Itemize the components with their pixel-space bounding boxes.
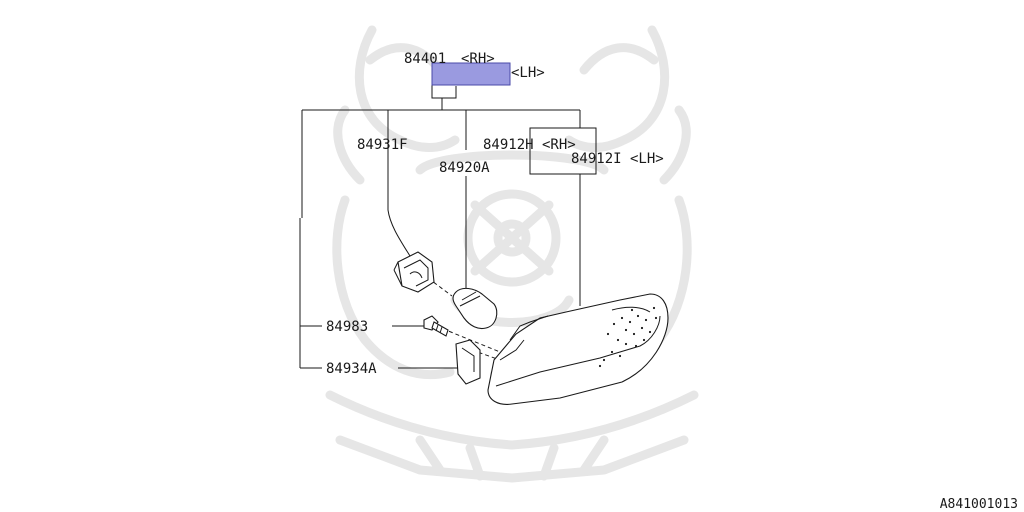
lens-pattern [598,306,658,368]
label-84983: 84983 [326,319,368,335]
label-84934a: 84934A [326,361,377,377]
bulb-socket [393,251,435,293]
leader-lines [299,70,597,369]
label-84920a: 84920A [439,160,490,176]
label-84912i: 84912I <LH> [571,151,664,167]
label-84401: 84401 [404,51,446,67]
clip [455,339,481,385]
label-84912h: 84912H <RH> [483,137,576,153]
screw [423,315,449,337]
side-marker-lamp [487,293,669,405]
bulb [452,287,498,330]
highlight-box [431,62,511,86]
label-84401-rh: <RH> [461,51,495,67]
label-84401-lh: <LH> [511,65,545,81]
watermark-logo [325,25,699,483]
diagram-reference-code: A841001013 [940,497,1018,512]
label-84931f: 84931F [357,137,408,153]
